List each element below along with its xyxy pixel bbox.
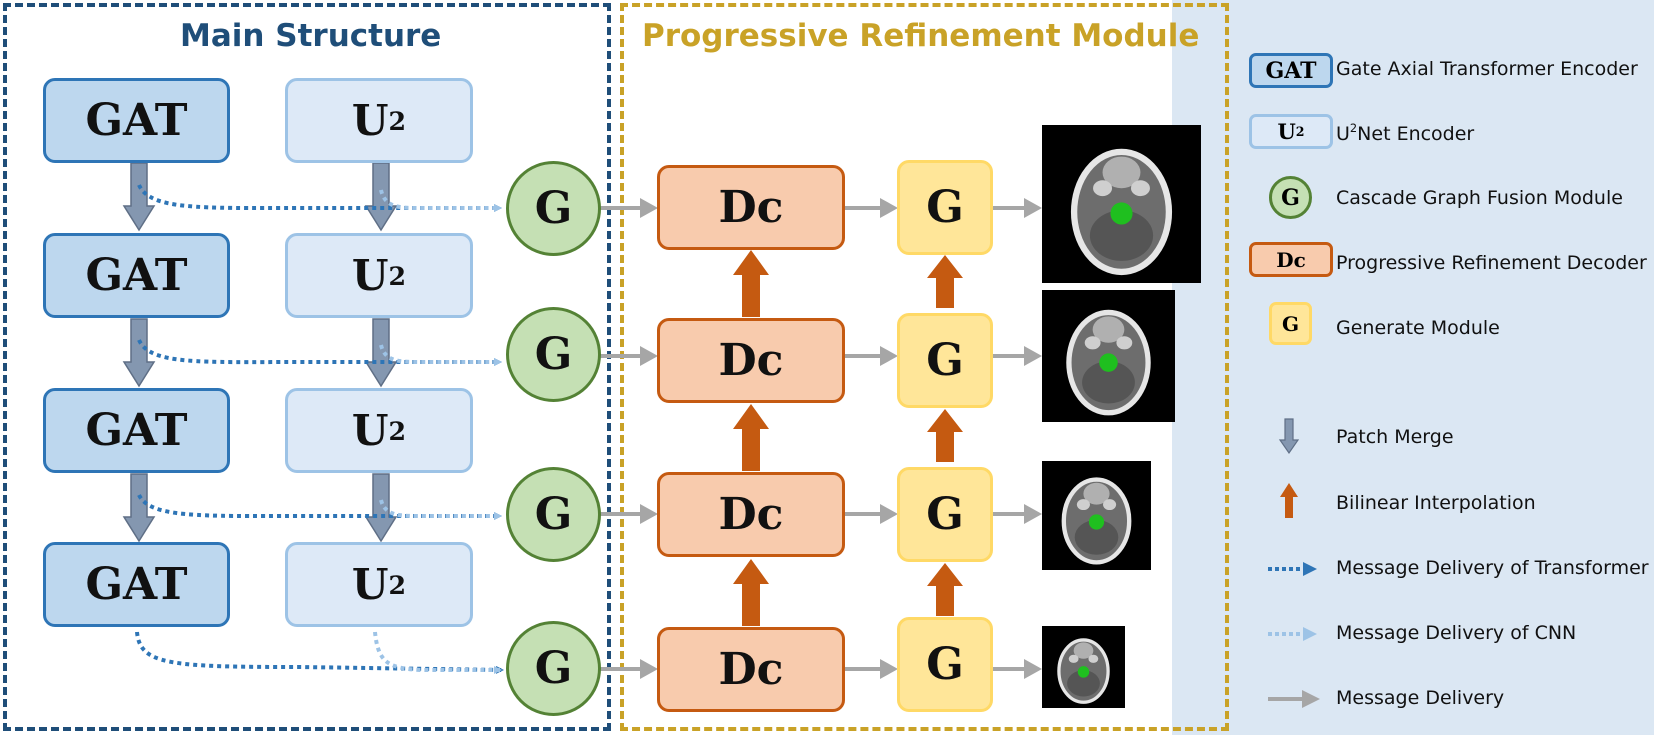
legend-fusion-text: Cascade Graph Fusion Module <box>1336 187 1623 209</box>
legend-bilinear-text: Bilinear Interpolation <box>1336 492 1536 514</box>
gat-encoder-1: GAT <box>43 78 230 163</box>
graph-fusion-3: G <box>506 467 601 562</box>
decoder-2: Dc <box>657 318 845 403</box>
legend-generate-text: Generate Module <box>1336 317 1500 339</box>
cnn-messages <box>373 189 502 674</box>
graph-fusion-2: G <box>506 307 601 402</box>
legend-fusion-icon: G <box>1269 176 1312 219</box>
bilinear-arrows <box>733 250 963 626</box>
gat-encoder-2: GAT <box>43 233 230 318</box>
legend-transformer-msg-text: Message Delivery of Transformer <box>1336 557 1649 579</box>
mri-output-1 <box>1042 125 1201 283</box>
prm-frame <box>620 3 1229 731</box>
legend-message-line-icon <box>1268 690 1320 708</box>
legend-cnn-line-icon <box>1268 627 1317 641</box>
decoder-4: Dc <box>657 627 845 712</box>
generate-module-2: G <box>897 313 993 408</box>
legend-decoder-icon: Dc <box>1249 242 1333 277</box>
legend-patch-merge-text: Patch Merge <box>1336 426 1454 448</box>
mri-output-2 <box>1042 290 1175 422</box>
legend-patch-merge-icon <box>1278 418 1300 455</box>
generate-module-4: G <box>897 617 993 712</box>
legend-transformer-line-icon <box>1268 562 1317 576</box>
mri-output-4 <box>1042 626 1125 708</box>
legend-u2-text: U2Net Encoder <box>1336 121 1475 145</box>
patch-merge-arrows-gat <box>122 162 156 543</box>
graph-fusion-4: G <box>506 621 601 716</box>
legend-cnn-msg-text: Message Delivery of CNN <box>1336 622 1577 644</box>
decoder-3: Dc <box>657 472 845 557</box>
legend-generate-icon: G <box>1269 302 1312 345</box>
generate-module-1: G <box>897 160 993 255</box>
legend-decoder-text: Progressive Refinement Decoder <box>1336 252 1647 274</box>
message-delivery-arrows <box>600 198 1042 679</box>
legend-bilinear-icon <box>1280 483 1298 518</box>
legend-gat-text: Gate Axial Transformer Encoder <box>1336 58 1638 80</box>
generate-module-3: G <box>897 467 993 562</box>
transformer-messages <box>135 184 504 674</box>
legend-gat-icon: GAT <box>1249 53 1333 88</box>
gat-encoder-3: GAT <box>43 388 230 473</box>
main-structure-title: Main Structure <box>180 18 442 54</box>
prm-title: Progressive Refinement Module <box>642 18 1200 54</box>
decoder-1: Dc <box>657 165 845 250</box>
legend-msg-text: Message Delivery <box>1336 687 1505 709</box>
graph-fusion-1: G <box>506 161 601 256</box>
gat-encoder-4: GAT <box>43 542 230 627</box>
main-structure-frame <box>3 3 611 731</box>
mri-output-3 <box>1042 461 1151 570</box>
patch-merge-arrows-u2 <box>364 162 398 543</box>
